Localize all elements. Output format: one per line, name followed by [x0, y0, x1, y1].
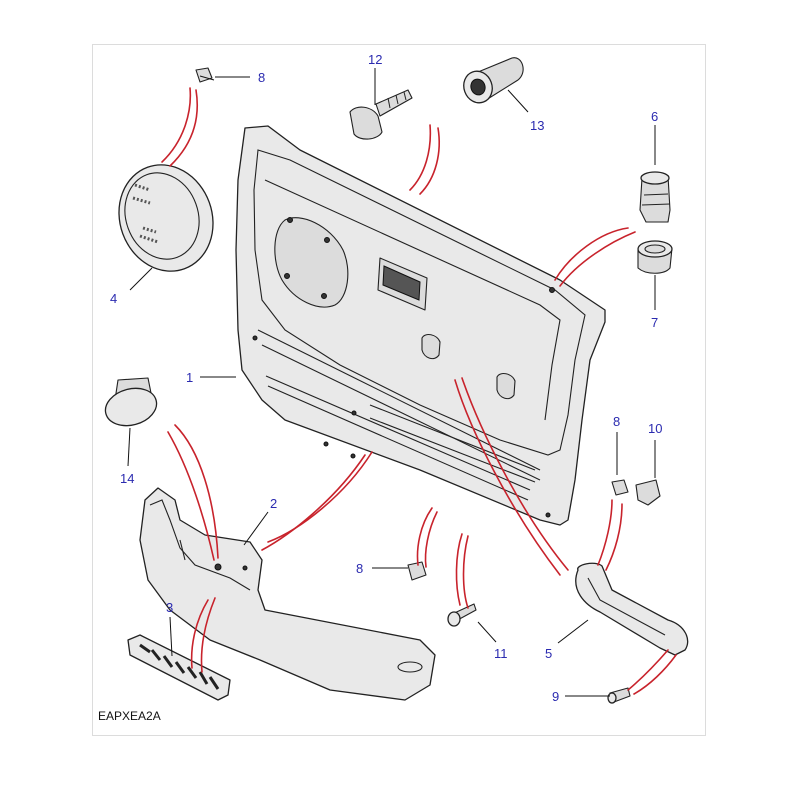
leader-lines	[127, 68, 656, 697]
clip-10	[635, 479, 661, 506]
lock-boss-upper	[421, 333, 441, 360]
callout-9: 9	[552, 689, 559, 704]
button-14	[104, 377, 158, 427]
callout-11: 11	[494, 646, 508, 661]
callout-numbers: 8 12 13 6 7 4 1 14 8 10 2 3 8 11 5 9	[110, 52, 662, 704]
callout-7: 7	[651, 315, 658, 330]
callout-4: 4	[110, 291, 117, 306]
lock-boss-lower	[496, 372, 516, 400]
cap-7	[637, 240, 673, 274]
callout-8-lower: 8	[356, 561, 363, 576]
callout-14: 14	[120, 471, 134, 486]
screw-8-right	[611, 479, 629, 496]
pull-handle	[575, 562, 689, 656]
plug-6	[639, 171, 671, 223]
clip-12	[349, 89, 413, 140]
callout-2: 2	[270, 496, 277, 511]
callout-3: 3	[166, 600, 173, 615]
screw-8-top	[195, 67, 215, 83]
screw-9	[607, 687, 631, 704]
callout-5: 5	[545, 646, 552, 661]
drawing-code: EAPXEA2A	[98, 709, 161, 723]
storage-insert	[127, 634, 231, 701]
callout-6: 6	[651, 109, 658, 124]
handle-recess	[377, 257, 428, 311]
red-connectors	[161, 87, 677, 695]
callout-8-top: 8	[258, 70, 265, 85]
callout-13: 13	[530, 118, 544, 133]
speaker-grille	[118, 164, 214, 272]
armrest	[139, 487, 436, 701]
bush-13	[463, 57, 524, 104]
screw-8-lower	[407, 561, 427, 581]
screw-11	[447, 603, 477, 627]
door-trim-panel	[235, 125, 606, 526]
speaker-aperture	[274, 217, 349, 308]
callout-12: 12	[368, 52, 382, 67]
callout-10: 10	[648, 421, 662, 436]
callout-8-right: 8	[613, 414, 620, 429]
callout-1: 1	[186, 370, 193, 385]
